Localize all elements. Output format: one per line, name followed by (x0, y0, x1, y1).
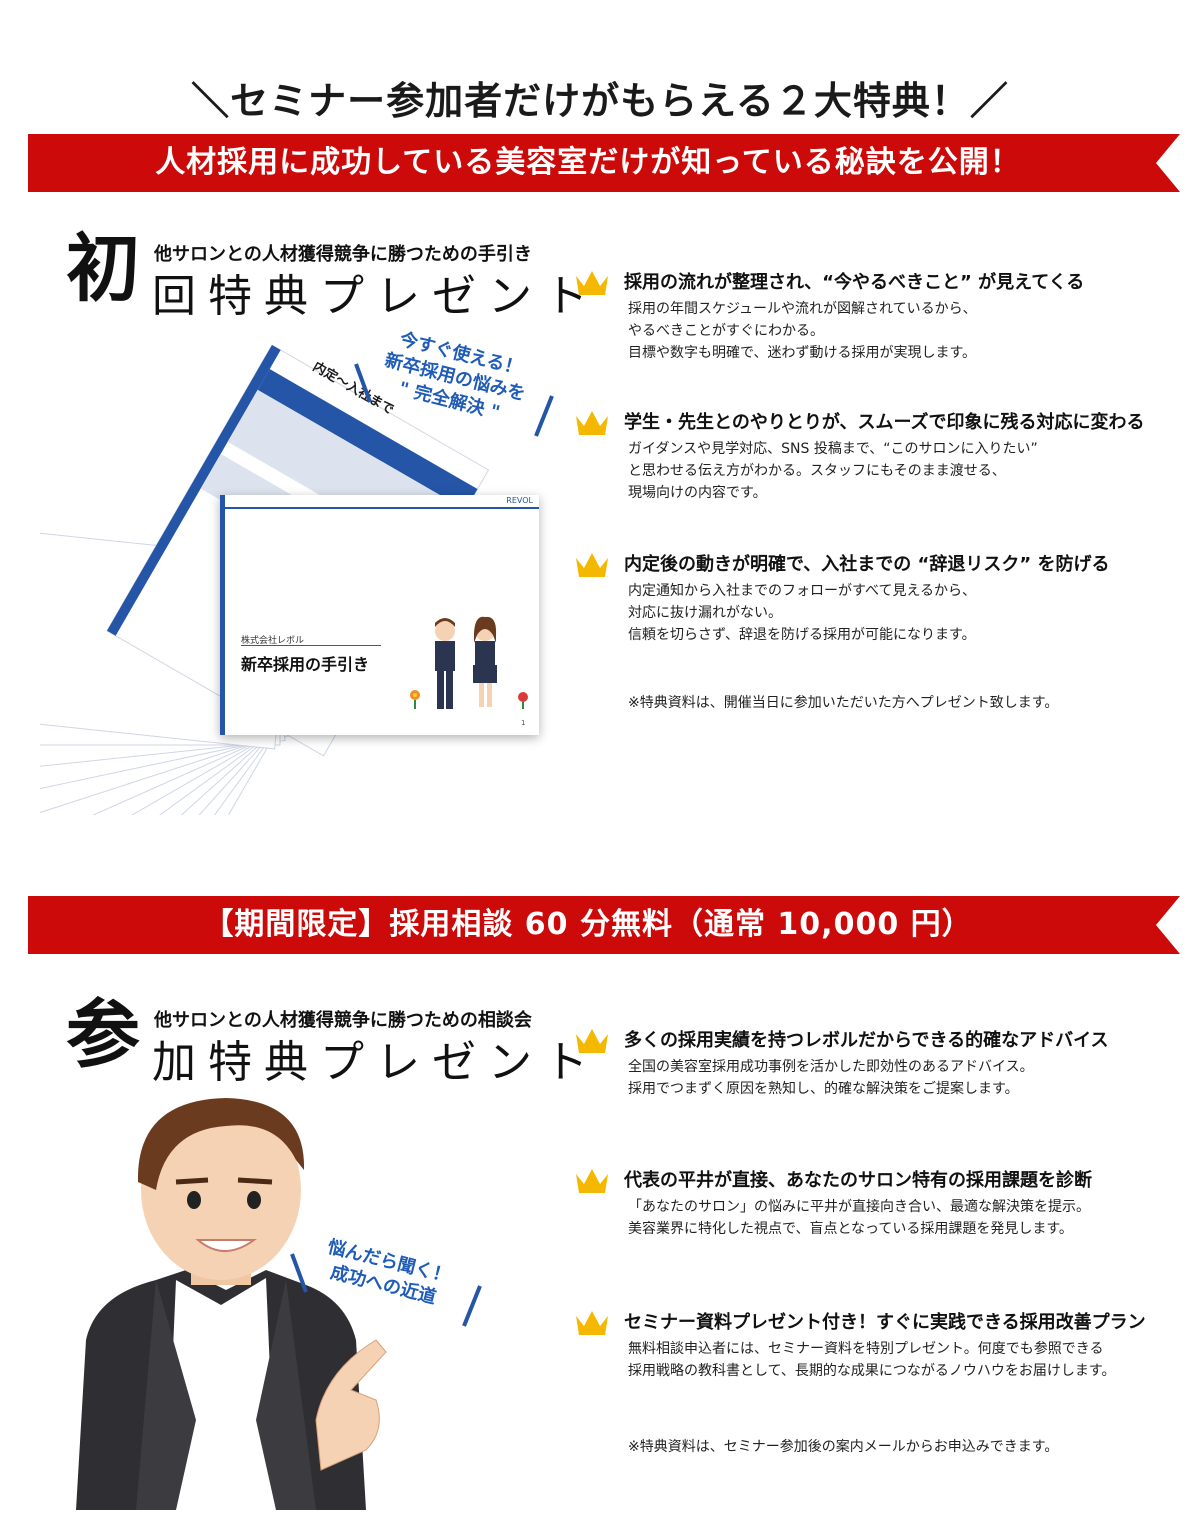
feature-line: 採用戦略の教科書として、長期的な成果につながるノウハウをお届けします。 (628, 1363, 1116, 1379)
feature-line: 現場向けの内容です。 (628, 485, 767, 501)
feature-line: 無料相談申込者には、セミナー資料を特別プレゼント。何度でも参照できる (628, 1341, 1104, 1357)
crown-icon (576, 1029, 608, 1053)
section2-subtitle: 他サロンとの人材獲得競争に勝つための相談会 (154, 1010, 532, 1031)
crown-icon (576, 1169, 608, 1193)
feature-body: ガイダンスや見学対応、SNS 投稿まで、“このサロンに入りたい” と思わせる伝え… (628, 438, 1168, 504)
feature-line: 「あなたのサロン」の悩みに平井が直接向き合い、最適な解決策を提示。 (628, 1199, 1090, 1215)
guidebook-cover: REVOL 株式会社レボル 新卒採用の手引き 1 (220, 495, 539, 735)
feature-title: 代表の平井が直接、あなたのサロン特有の採用課題を診断 (624, 1170, 1092, 1191)
feature-title: 内定後の動きが明確で、入社までの “辞退リスク” を防げる (624, 554, 1110, 575)
section1-subtitle: 他サロンとの人材獲得競争に勝つための手引き (154, 244, 532, 265)
callout-strokes-2 (290, 1253, 482, 1327)
feature-line: 対応に抜け漏れがない。 (628, 605, 782, 621)
crown-icon (576, 271, 608, 295)
ribbon-shape (28, 896, 1180, 954)
page-headline: ＼セミナー参加者だけがもらえる２大特典！／ (191, 79, 1009, 123)
crown-icon (576, 411, 608, 435)
cover-page-number: 1 (521, 719, 526, 727)
feature-line: 内定通知から入社までのフォローがすべて見えるから、 (628, 583, 977, 599)
feature-body: 採用の年間スケジュールや流れが図解されているから、 やるべきことがすぐにわかる。… (628, 298, 1168, 364)
cover-title: 新卒採用の手引き (241, 655, 370, 674)
feature-body: 「あなたのサロン」の悩みに平井が直接向き合い、最適な解決策を提示。 美容業界に特… (628, 1196, 1173, 1240)
cover-company: 株式会社レボル (241, 636, 305, 646)
section2-title: 加特典プレゼント (152, 1037, 600, 1088)
section2-ribbon-text: 【期間限定】採用相談 60 分無料（通常 10,000 円） (203, 907, 973, 942)
feature-line: 美容業界に特化した視点で、盲点となっている採用課題を発見します。 (628, 1221, 1073, 1237)
section1-big-char: 初 (66, 226, 140, 312)
section2-big-char: 参 (66, 992, 140, 1078)
feature-line: ガイダンスや見学対応、SNS 投稿まで、“このサロンに入りたい” (628, 441, 1038, 457)
feature-line: 全国の美容室採用成功事例を活かした即効性のあるアドバイス。 (628, 1059, 1034, 1075)
section1-ribbon-text: 人材採用に成功している美容室だけが知っている秘訣を公開！ (155, 145, 1021, 180)
section1-ribbon: 人材採用に成功している美容室だけが知っている秘訣を公開！ (28, 134, 1180, 192)
section1-note: ※特典資料は、開催当日に参加いただいた方へプレゼント致します。 (628, 695, 1059, 711)
feature-line: 採用でつまずく原因を熟知し、的確な解決策をご提案します。 (628, 1081, 1019, 1097)
feature-title: 多くの採用実績を持つレボルだからできる的確なアドバイス (624, 1030, 1109, 1051)
feature-line: 信頼を切らさず、辞退を防げる採用が可能になります。 (628, 627, 976, 643)
section2-ribbon: 【期間限定】採用相談 60 分無料（通常 10,000 円） (28, 896, 1180, 954)
feature-title: 採用の流れが整理され、“今やるべきこと” が見えてくる (624, 272, 1085, 293)
section1-title: 回特典プレゼント (152, 271, 600, 322)
crown-icon (576, 553, 608, 577)
feature-line: 目標や数字も明確で、迷わず動ける採用が実現します。 (628, 345, 977, 361)
section2-note: ※特典資料は、セミナー参加後の案内メールからお申込みできます。 (628, 1439, 1059, 1455)
revol-logo: REVOL (506, 496, 533, 505)
presenter-illustration (76, 1098, 387, 1510)
feature-body: 全国の美容室採用成功事例を活かした即効性のあるアドバイス。 採用でつまずく原因を… (628, 1056, 1173, 1100)
feature-body: 内定通知から入社までのフォローがすべて見えるから、 対応に抜け漏れがない。 信頼… (628, 580, 1168, 646)
callout-strokes-1 (354, 363, 554, 437)
students-illustration (410, 616, 528, 709)
feature-line: 採用の年間スケジュールや流れが図解されているから、 (628, 301, 977, 317)
feature-line: やるべきことがすぐにわかる。 (628, 323, 824, 339)
feature-body: 無料相談申込者には、セミナー資料を特別プレゼント。何度でも参照できる 採用戦略の… (628, 1338, 1173, 1382)
feature-title: 学生・先生とのやりとりが、スムーズで印象に残る対応に変わる (624, 412, 1145, 433)
feature-line: と思わせる伝え方がわかる。スタッフにもそのまま渡せる、 (628, 463, 1006, 479)
crown-icon (576, 1311, 608, 1335)
ribbon-shape (28, 134, 1180, 192)
feature-title: セミナー資料プレゼント付き！すぐに実践できる採用改善プラン (624, 1312, 1146, 1333)
